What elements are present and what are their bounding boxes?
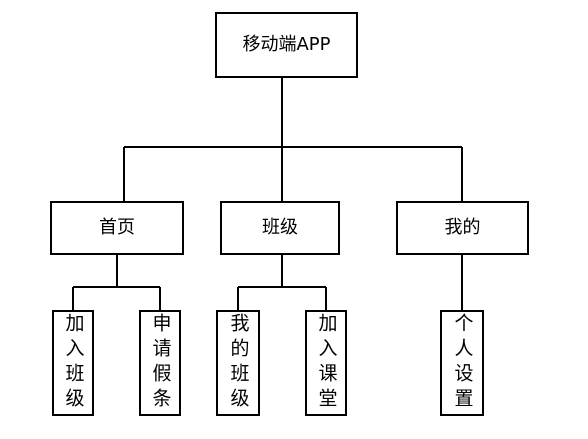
me-node-label: 我的 <box>444 217 481 238</box>
home-node: 首页 <box>50 201 184 255</box>
join-lesson-node: 加入课堂 <box>305 310 347 416</box>
personal-settings-node: 个人设置 <box>440 310 484 416</box>
leave-request-node-label: 申请假条 <box>149 313 172 413</box>
join-class-node: 加入班级 <box>52 310 94 416</box>
join-class-node-label: 加入班级 <box>62 313 85 413</box>
join-lesson-node-label: 加入课堂 <box>315 313 338 413</box>
root-node: 移动端APP <box>215 12 358 78</box>
home-node-label: 首页 <box>99 217 135 238</box>
my-class-node: 我的班级 <box>216 310 260 416</box>
personal-settings-node-label: 个人设置 <box>451 313 474 413</box>
class-node-label: 班级 <box>262 217 298 238</box>
me-node: 我的 <box>396 201 529 255</box>
my-class-node-label: 我的班级 <box>227 313 250 413</box>
leave-request-node: 申请假条 <box>139 310 181 416</box>
root-node-label: 移动端APP <box>242 34 331 55</box>
class-node: 班级 <box>220 201 340 255</box>
